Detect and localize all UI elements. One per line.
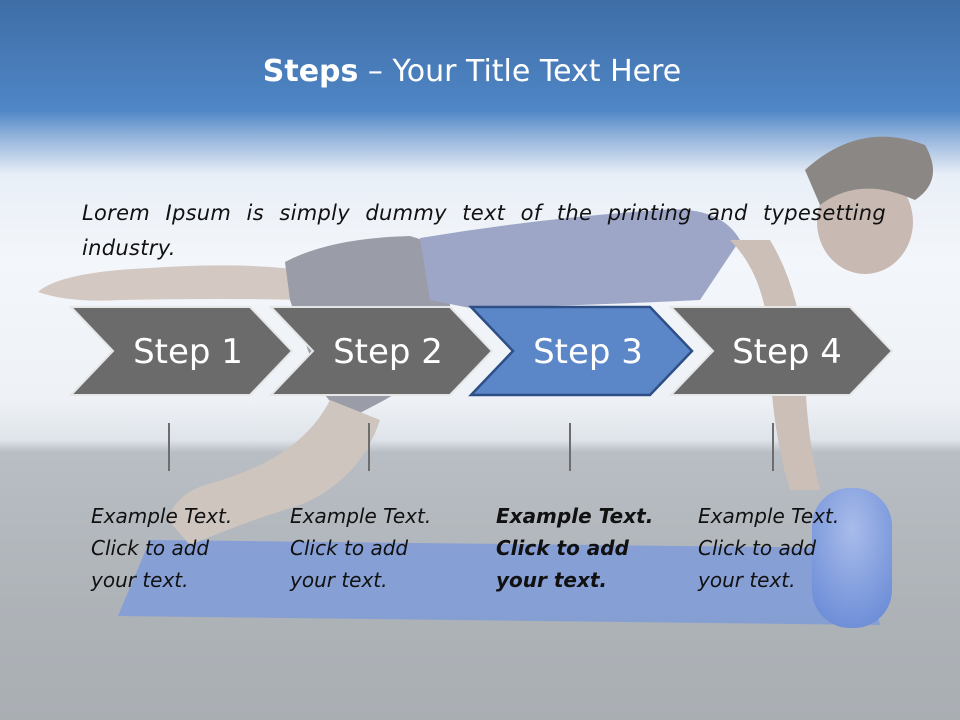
step-1-line-1: Example Text. <box>91 504 233 528</box>
step-2-line-2: Click to add <box>290 536 409 560</box>
step-3-line-3: your text. <box>496 568 608 592</box>
step-4-connector <box>772 423 774 471</box>
step-2-line-1: Example Text. <box>290 504 432 528</box>
step-4-line-2: Click to add <box>698 536 817 560</box>
step-1-label: Step 1 <box>133 332 243 372</box>
title-rest: – Your Title Text Here <box>358 54 682 89</box>
leg-back <box>38 265 305 301</box>
title-bold: Steps <box>262 54 359 89</box>
exercise-mat <box>118 540 880 625</box>
step-3-line-2: Click to add <box>496 536 629 560</box>
hair <box>805 136 933 205</box>
step-2-label: Step 2 <box>333 332 443 372</box>
step-4-label: Step 4 <box>732 332 842 372</box>
slide-title: Steps – Your Title Text Here <box>0 54 944 89</box>
step-3-text[interactable]: Example Text. Click to add your text. <box>496 500 671 596</box>
leg-front <box>168 400 380 545</box>
step-2-text[interactable]: Example Text. Click to add your text. <box>290 500 465 596</box>
step-2-connector <box>368 423 370 471</box>
step-3-chevron[interactable] <box>468 305 694 397</box>
foam-roller <box>812 488 892 628</box>
lead-paragraph[interactable]: Lorem Ipsum is simply dummy text of the … <box>82 201 886 260</box>
step-1-connector <box>168 423 170 471</box>
step-1-text[interactable]: Example Text. Click to add your text. <box>91 500 266 596</box>
step-3-label: Step 3 <box>533 332 643 372</box>
step-2-chevron[interactable] <box>268 306 494 396</box>
step-1-chevron[interactable] <box>68 306 294 396</box>
step-4-text[interactable]: Example Text. Click to add your text. <box>698 500 873 596</box>
step-4-line-1: Example Text. <box>698 504 840 528</box>
step-3-line-1: Example Text. <box>496 504 654 528</box>
step-1-line-3: your text. <box>91 568 189 592</box>
step-2-line-3: your text. <box>290 568 388 592</box>
head <box>817 170 913 274</box>
torso <box>420 209 740 308</box>
step-1-line-2: Click to add <box>91 536 210 560</box>
step-4-chevron[interactable] <box>668 306 894 396</box>
step-4-line-3: your text. <box>698 568 796 592</box>
step-3-connector <box>569 423 571 471</box>
